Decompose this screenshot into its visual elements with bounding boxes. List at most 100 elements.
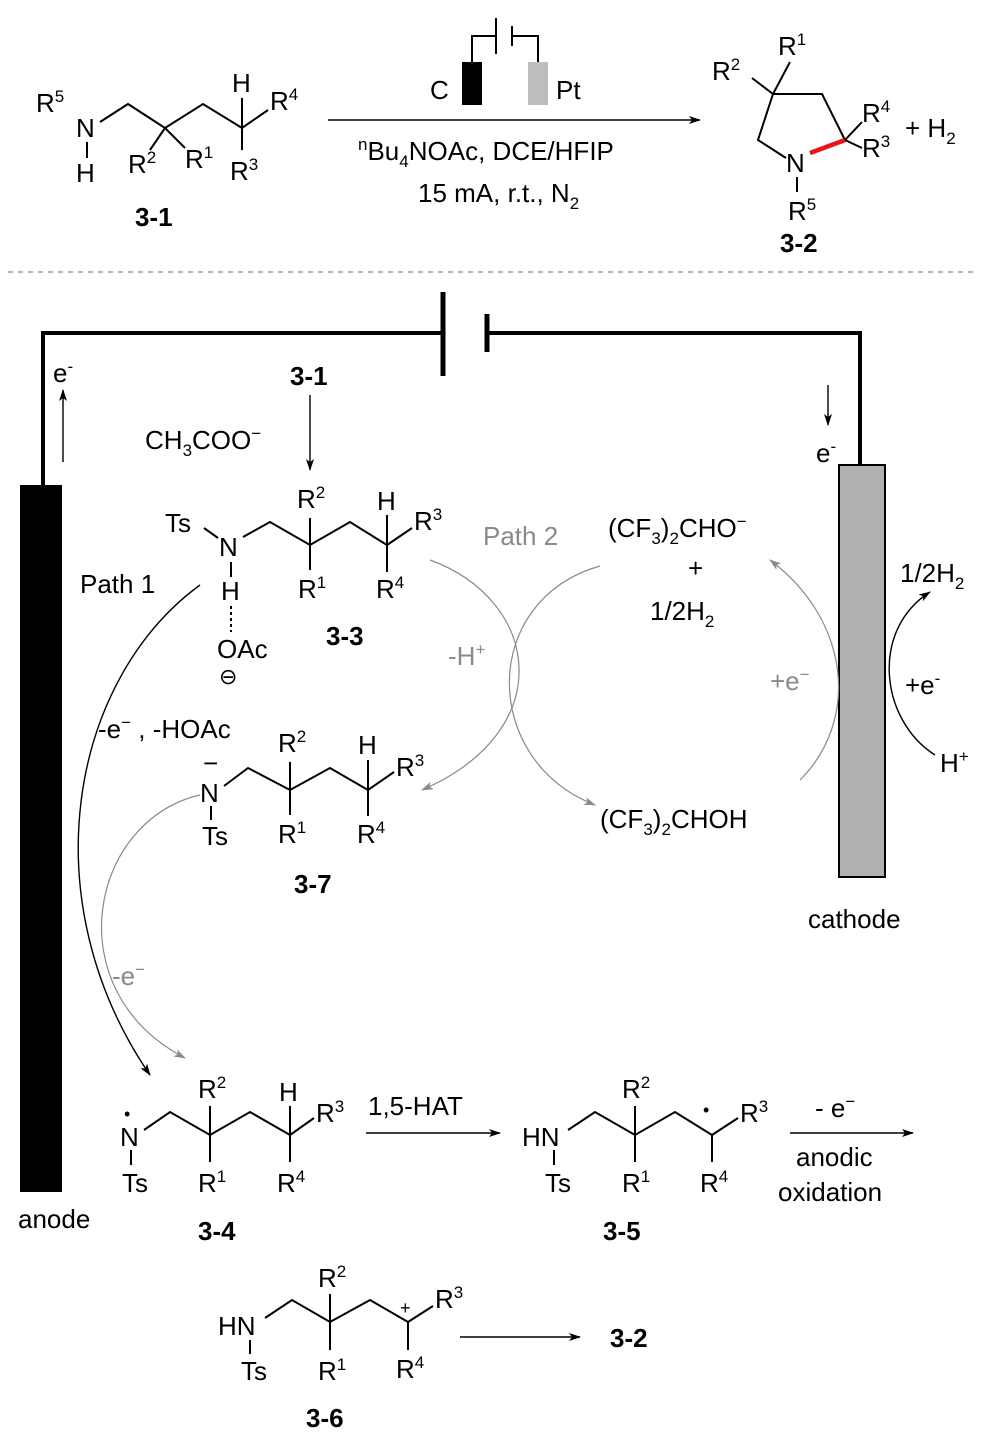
r4-label: R4 bbox=[357, 818, 385, 849]
superscript: − bbox=[800, 665, 810, 684]
label-text: R bbox=[36, 88, 55, 118]
positive-charge: + bbox=[400, 1298, 411, 1318]
acetate-label: CH3COO− bbox=[145, 424, 261, 460]
radical-dot: • bbox=[124, 1104, 130, 1124]
path-2-label: Path 2 bbox=[483, 521, 558, 551]
label-text: R bbox=[278, 819, 297, 849]
superscript: n bbox=[358, 135, 367, 154]
anode-electrode bbox=[20, 485, 62, 1192]
bond bbox=[386, 527, 413, 546]
carbon-chain bbox=[223, 766, 369, 792]
ring-bond bbox=[756, 93, 787, 159]
superscript: 3 bbox=[249, 155, 258, 174]
cathode-electrode bbox=[838, 464, 886, 878]
n-atom: N bbox=[76, 113, 95, 143]
n-atom: N bbox=[200, 778, 219, 808]
cation-3-6-structure: HN Ts R2 R1 + R3 R4 3-6 bbox=[218, 1262, 463, 1433]
r2-label: R2 bbox=[128, 148, 156, 179]
r2-label: R2 bbox=[198, 1073, 226, 1104]
label-text: R bbox=[198, 1074, 217, 1104]
proton-reduction-arrow bbox=[888, 591, 936, 756]
r2-label: R2 bbox=[318, 1262, 346, 1293]
label-text: e bbox=[816, 438, 830, 468]
superscript: 3 bbox=[759, 1097, 768, 1116]
product-3-2-structure: R2 R1 N R5 R4 R3 + H2 3-2 bbox=[712, 30, 956, 258]
label-text: (CF bbox=[600, 804, 643, 834]
superscript: 3 bbox=[454, 1283, 463, 1302]
carbon-chain bbox=[264, 1298, 409, 1324]
reduction-label: +e− bbox=[770, 665, 810, 696]
h-atom: H bbox=[221, 576, 240, 606]
superscript: 4 bbox=[719, 1167, 728, 1186]
negative-charge: − bbox=[203, 748, 218, 778]
subscript: 2 bbox=[661, 820, 670, 839]
ts-group: Ts bbox=[202, 821, 228, 851]
bond bbox=[203, 527, 219, 539]
r3-label: R3 bbox=[435, 1283, 463, 1314]
r5-label: R5 bbox=[36, 87, 64, 118]
r1-label: R1 bbox=[622, 1167, 650, 1198]
r4-label: R4 bbox=[396, 1353, 424, 1384]
oxidation-electron-label: - e− bbox=[815, 1092, 855, 1123]
superscript: 4 bbox=[376, 818, 385, 837]
superscript: 4 bbox=[881, 97, 890, 116]
r4-label: R4 bbox=[376, 573, 404, 604]
cathode-hydrogen-label: 1/2H2 bbox=[900, 558, 964, 593]
r2-label: R2 bbox=[297, 483, 325, 514]
r1-label: R1 bbox=[198, 1167, 226, 1198]
substrate-3-1-structure: R5 N H H R4 R3 R2 R1 3-1 bbox=[36, 68, 298, 232]
r1-label: R1 bbox=[185, 143, 213, 174]
superscript: − bbox=[121, 713, 131, 732]
label-text: R bbox=[778, 31, 797, 61]
bond bbox=[289, 1117, 315, 1136]
label-text: R bbox=[298, 574, 317, 604]
superscript: 1 bbox=[337, 1355, 346, 1374]
superscript: 2 bbox=[297, 727, 306, 746]
new-cn-bond-highlight bbox=[809, 137, 846, 156]
hfip-anion-label: (CF3)2CHO− bbox=[608, 512, 747, 548]
label-text: R bbox=[316, 1098, 335, 1128]
subscript: 2 bbox=[946, 129, 955, 148]
label-text: R bbox=[862, 98, 881, 128]
oxidation-gray-label: -e− bbox=[112, 960, 145, 991]
compound-label-3-2: 3-2 bbox=[610, 1323, 648, 1353]
bond bbox=[164, 127, 186, 149]
label-text: R bbox=[185, 144, 204, 174]
deprotonation-arrow bbox=[421, 559, 520, 791]
r4-label: R4 bbox=[270, 85, 298, 116]
superscript: - bbox=[935, 669, 941, 688]
r2-label: R2 bbox=[622, 1073, 650, 1104]
radical-dot: • bbox=[703, 1100, 709, 1120]
label-text: 1/2H bbox=[650, 596, 705, 626]
compound-label-3-7: 3-7 bbox=[294, 869, 332, 899]
radical-3-4-structure: • N Ts R2 R1 H R3 R4 3-4 bbox=[120, 1073, 344, 1246]
superscript: − bbox=[845, 1092, 855, 1111]
label-text: R bbox=[435, 1284, 454, 1314]
label-text: CHOH bbox=[671, 804, 748, 834]
ts-group: Ts bbox=[241, 1356, 267, 1386]
wire bbox=[512, 35, 539, 62]
compound-label-3-6: 3-6 bbox=[306, 1403, 344, 1433]
superscript: 2 bbox=[147, 148, 156, 167]
r5-label: R5 bbox=[788, 195, 816, 226]
label-text: +e bbox=[905, 670, 935, 700]
label-text: R bbox=[396, 752, 415, 782]
hfip-reduction-arrow bbox=[769, 559, 840, 781]
superscript: − bbox=[737, 512, 747, 531]
intermediate-3-7-structure: − N Ts R2 R1 H R3 R4 3-7 bbox=[200, 727, 424, 899]
compound-label-3-2: 3-2 bbox=[780, 228, 818, 258]
label-text: R bbox=[396, 1354, 415, 1384]
oxidation-arrow-3-7 bbox=[101, 794, 201, 1059]
superscript: − bbox=[135, 960, 145, 979]
bond bbox=[751, 77, 774, 95]
carbon-electrode-icon bbox=[462, 62, 482, 105]
label-text: -e bbox=[98, 714, 121, 744]
superscript: + bbox=[475, 640, 485, 659]
oxidation-step-label: -e− , -HOAc bbox=[98, 713, 231, 744]
path-1-label: Path 1 bbox=[80, 569, 155, 599]
compound-label-3-5: 3-5 bbox=[603, 1216, 641, 1246]
superscript: 1 bbox=[204, 143, 213, 162]
half-hydrogen-label: 1/2H2 bbox=[650, 596, 714, 631]
superscript: 3 bbox=[335, 1097, 344, 1116]
